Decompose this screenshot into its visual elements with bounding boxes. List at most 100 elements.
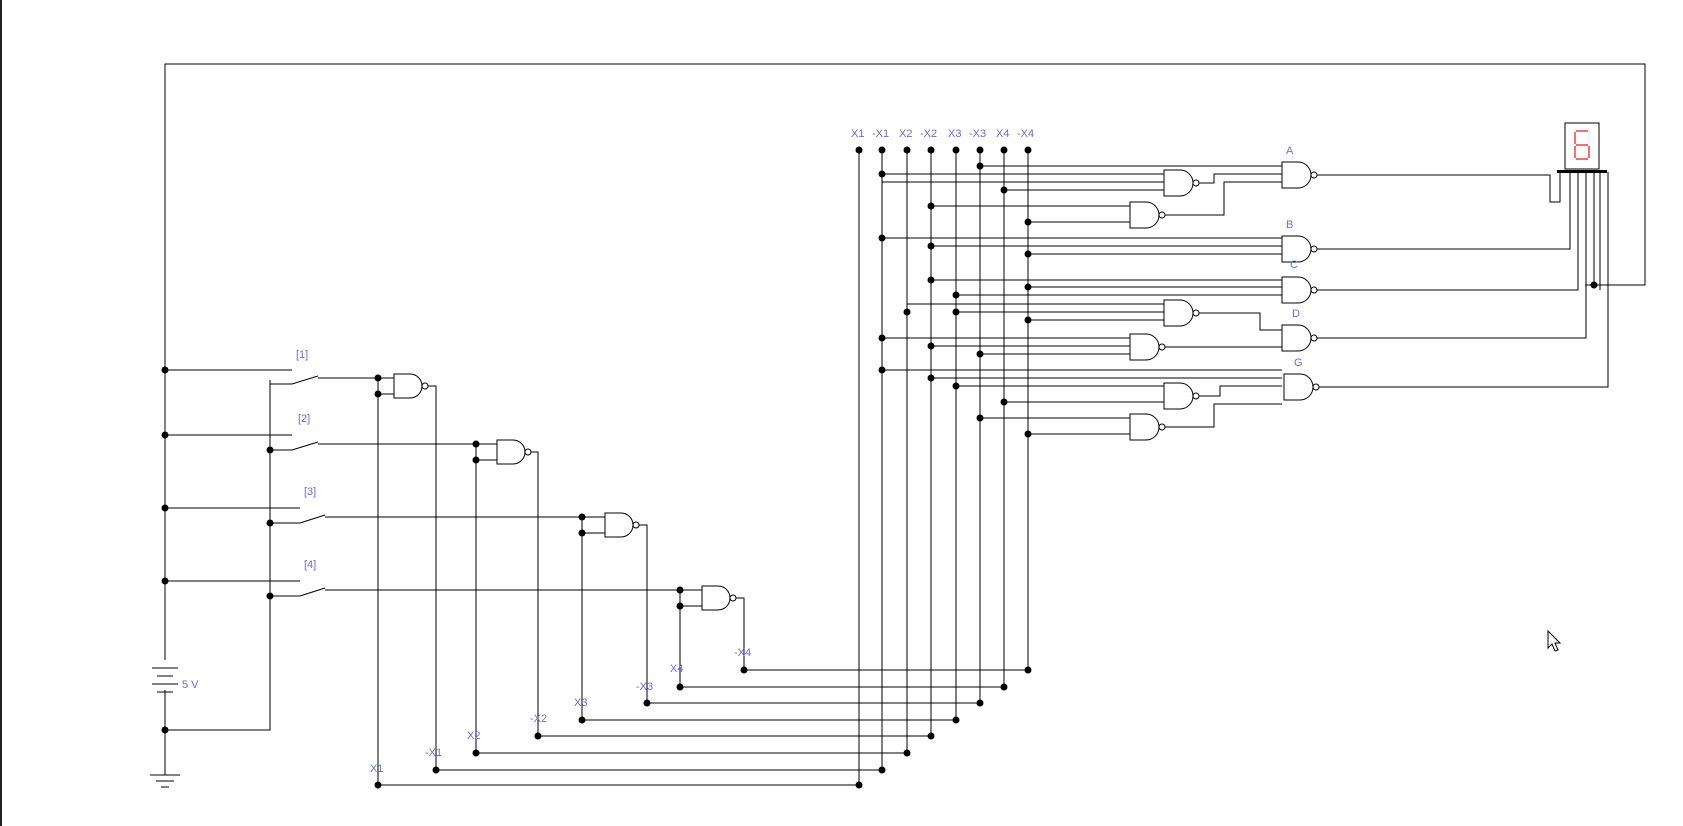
junction-dot <box>161 366 169 374</box>
junction-dot <box>1024 430 1032 438</box>
decode-gate-g1[interactable] <box>1163 382 1282 410</box>
junction-dot <box>952 146 960 154</box>
decode-gate-a1[interactable] <box>1163 169 1282 197</box>
segment-c <box>1588 146 1590 158</box>
junction-dot <box>1024 218 1032 226</box>
junction-dot <box>266 446 274 454</box>
junction-dot <box>1000 398 1008 406</box>
switch-4[interactable]: [4] <box>165 559 680 597</box>
bus-label-x1: X1 <box>851 128 864 140</box>
junction-dot <box>1024 666 1032 674</box>
mouse-cursor-icon <box>1547 629 1562 652</box>
junction-dot <box>161 577 169 585</box>
junction-dot <box>676 683 684 691</box>
window-left-edge <box>0 0 2 826</box>
input-inverter-2[interactable] <box>475 439 539 753</box>
junction-dot <box>374 390 382 398</box>
junction-dot <box>740 666 748 674</box>
junction-dot <box>976 350 984 358</box>
segment-d <box>1576 158 1588 160</box>
battery-label: 5 V <box>182 679 199 691</box>
junction-dot <box>878 146 886 154</box>
junction-dot <box>976 146 984 154</box>
segment-a <box>1576 130 1588 132</box>
input-inverter-3[interactable] <box>581 512 648 720</box>
output-extra-wires <box>1593 172 1601 290</box>
junction-dot <box>266 592 274 600</box>
junction-dot <box>855 146 863 154</box>
junction-dot <box>976 699 984 707</box>
junction-dot <box>927 146 935 154</box>
junction-dot <box>578 513 586 521</box>
switch-label-1: [1] <box>296 349 308 361</box>
input-inverter-1[interactable] <box>377 373 437 785</box>
output-label-c: C <box>1290 259 1298 271</box>
junction-dot <box>161 431 169 439</box>
lower-label-nx1: -X1 <box>425 747 442 759</box>
junction-dot <box>927 342 935 350</box>
output-gate-b[interactable]: B <box>1281 172 1571 263</box>
junction-dot <box>1024 146 1032 154</box>
junction-dot <box>927 732 935 740</box>
switch-2[interactable]: [2] <box>165 413 474 451</box>
junction-dot <box>878 234 886 242</box>
decode-gate-d2[interactable] <box>1129 333 1282 361</box>
switch-3[interactable]: [3] <box>165 486 582 524</box>
output-label-a: A <box>1286 145 1294 157</box>
junction-dot <box>374 781 382 789</box>
junction-dot <box>1000 683 1008 691</box>
lower-label-nx4: -X4 <box>734 647 751 659</box>
junction-dot <box>927 276 935 284</box>
segment-b <box>1588 132 1590 144</box>
junction-dot <box>472 749 480 757</box>
junction-dot <box>472 456 480 464</box>
decode-gate-g2[interactable] <box>1129 403 1282 441</box>
lower-signal-labels: X1 -X1 X2 -X2 X3 -X3 X4 -X4 <box>370 647 751 775</box>
output-gate-g[interactable]: G <box>1283 172 1609 401</box>
segment-f <box>1574 132 1576 144</box>
bus-label-nx1: -X1 <box>872 128 889 140</box>
lower-label-x3: X3 <box>574 697 587 709</box>
junction-dot <box>952 308 960 316</box>
junction-dot <box>676 602 684 610</box>
junction-dot <box>878 334 886 342</box>
junction-dot <box>1024 283 1032 291</box>
output-gate-d[interactable]: D <box>1281 172 1587 352</box>
switch-label-4: [4] <box>304 559 316 571</box>
junction-dot <box>676 586 684 594</box>
signal-routing <box>378 669 1028 786</box>
junction-dot <box>266 519 274 527</box>
seven-segment-display[interactable]: 6 <box>1557 122 1607 173</box>
lower-label-x1: X1 <box>370 763 383 775</box>
bus-label-nx3: -X3 <box>969 128 986 140</box>
decode-gate-a2[interactable] <box>1129 181 1282 229</box>
junction-dot <box>578 716 586 724</box>
bus-labels: X1 -X1 X2 -X2 X3 -X3 X4 -X4 <box>851 128 1034 140</box>
junction-dot <box>472 440 480 448</box>
input-inverter-4[interactable] <box>679 585 745 687</box>
junction-dot <box>903 146 911 154</box>
output-label-b: B <box>1286 219 1293 231</box>
decode-gate-d1[interactable] <box>1163 299 1282 331</box>
switch-1[interactable]: [1] <box>165 349 376 385</box>
bus-label-x3: X3 <box>948 128 961 140</box>
junction-dot <box>952 716 960 724</box>
junction-dot <box>927 242 935 250</box>
segment-g <box>1576 144 1588 146</box>
junction-dot <box>161 726 169 734</box>
power-rails <box>164 63 1646 775</box>
ground-symbol-icon <box>150 774 180 788</box>
junction-dot <box>161 504 169 512</box>
junction-dot <box>903 308 911 316</box>
battery-5v[interactable]: 5 V <box>152 667 199 693</box>
junction-dot <box>952 382 960 390</box>
decode-wires <box>882 165 1282 435</box>
junction-dot <box>903 749 911 757</box>
junction-dot <box>1000 186 1008 194</box>
junction-dots <box>161 146 1598 789</box>
lower-label-nx3: -X3 <box>636 681 653 693</box>
bus-label-nx4: -X4 <box>1017 128 1034 140</box>
output-gate-a[interactable]: A <box>1281 145 1561 203</box>
output-gate-c[interactable]: C <box>1281 172 1579 304</box>
